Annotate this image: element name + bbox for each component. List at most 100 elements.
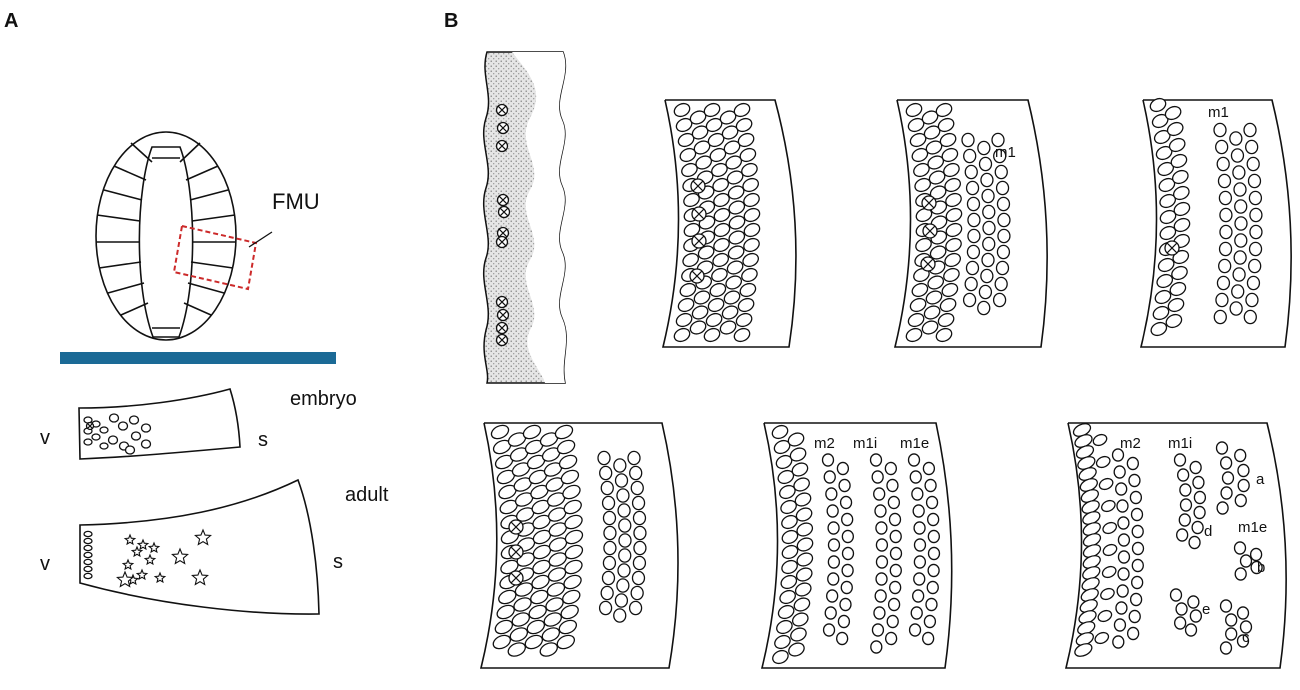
cell	[617, 563, 631, 578]
cell	[943, 162, 960, 178]
p5-label-m1e: m1e	[900, 435, 929, 452]
p5-label-m1i: m1i	[853, 435, 877, 452]
cell	[563, 499, 582, 515]
cell	[966, 244, 981, 260]
cell	[965, 180, 980, 196]
section-panel-5	[760, 422, 953, 669]
cell	[1237, 463, 1250, 478]
cell	[886, 614, 899, 629]
cell	[923, 305, 941, 320]
cell	[788, 642, 805, 657]
pioneer-cell-cross	[923, 197, 935, 209]
cell	[870, 640, 883, 654]
cell	[945, 222, 963, 238]
cell	[1218, 258, 1232, 274]
cell	[563, 574, 582, 590]
pioneer-cell-cross	[924, 225, 936, 237]
cell	[128, 415, 140, 425]
cell	[841, 563, 854, 578]
cell	[1131, 524, 1144, 539]
cell	[1094, 631, 1110, 645]
cell	[99, 426, 109, 434]
cell	[99, 442, 109, 450]
cell	[737, 297, 755, 313]
cell	[742, 252, 759, 268]
cell	[962, 292, 977, 308]
cell	[1243, 122, 1257, 138]
cell	[841, 546, 855, 561]
cell	[796, 552, 814, 567]
cell	[723, 290, 741, 305]
cell	[83, 565, 93, 573]
cell	[1170, 153, 1188, 169]
panel-a-letter: A	[4, 10, 18, 32]
cell	[1218, 190, 1233, 206]
star-cell	[147, 541, 161, 554]
panel-b-letter: B	[444, 10, 458, 32]
cell	[1102, 543, 1118, 557]
cell	[922, 631, 935, 646]
cell	[1221, 471, 1235, 485]
cell	[1165, 313, 1183, 329]
cell	[633, 525, 647, 541]
cell	[978, 156, 993, 172]
adult-right-marker: s	[333, 551, 343, 573]
cell	[1128, 473, 1141, 488]
cell	[564, 559, 583, 575]
p6-label-b: b	[1257, 559, 1265, 576]
cell	[1129, 490, 1143, 505]
cell	[980, 172, 994, 188]
cell	[1166, 121, 1184, 137]
star-cell	[116, 570, 134, 588]
cell	[1101, 565, 1117, 579]
cell	[630, 585, 644, 601]
cell	[1101, 499, 1116, 513]
cell	[124, 445, 136, 455]
cell	[727, 245, 745, 260]
cell	[963, 148, 977, 164]
cell	[1249, 207, 1263, 223]
cell	[912, 504, 925, 518]
cell	[1157, 257, 1175, 273]
cell	[887, 597, 901, 612]
cell	[996, 244, 1011, 260]
cell	[874, 504, 887, 518]
cell	[627, 450, 641, 466]
cell	[1191, 520, 1204, 535]
cell	[703, 327, 721, 343]
fmu-label: FMU	[272, 189, 320, 214]
section-panel-1	[661, 99, 797, 348]
cell	[83, 551, 93, 559]
cell	[929, 245, 947, 260]
cell	[927, 512, 940, 527]
cell	[1173, 217, 1191, 233]
cell	[993, 148, 1007, 164]
cell	[735, 117, 753, 133]
cell	[713, 237, 730, 253]
cell	[827, 538, 841, 552]
cell	[1098, 477, 1114, 491]
cell	[1187, 595, 1200, 609]
epithelium-strip	[482, 51, 567, 384]
cell	[83, 438, 93, 446]
section-panel-6	[1064, 422, 1287, 669]
cell	[995, 260, 1010, 276]
cell	[1218, 241, 1233, 257]
cell	[1225, 613, 1238, 627]
cell	[1169, 281, 1187, 297]
cell	[1177, 468, 1190, 482]
cell	[1213, 309, 1227, 325]
cell	[982, 204, 996, 220]
pioneer-cell-cross	[510, 521, 522, 533]
pioneer-cell-cross	[510, 572, 522, 584]
cell	[908, 623, 922, 637]
cell	[978, 284, 993, 300]
pioneer-cell-cross	[510, 546, 522, 558]
cell	[927, 275, 945, 290]
cell	[789, 447, 807, 462]
cell	[1216, 275, 1231, 291]
cell	[1248, 241, 1263, 257]
p6-label-c: c	[1242, 629, 1250, 646]
cell	[1233, 182, 1247, 197]
